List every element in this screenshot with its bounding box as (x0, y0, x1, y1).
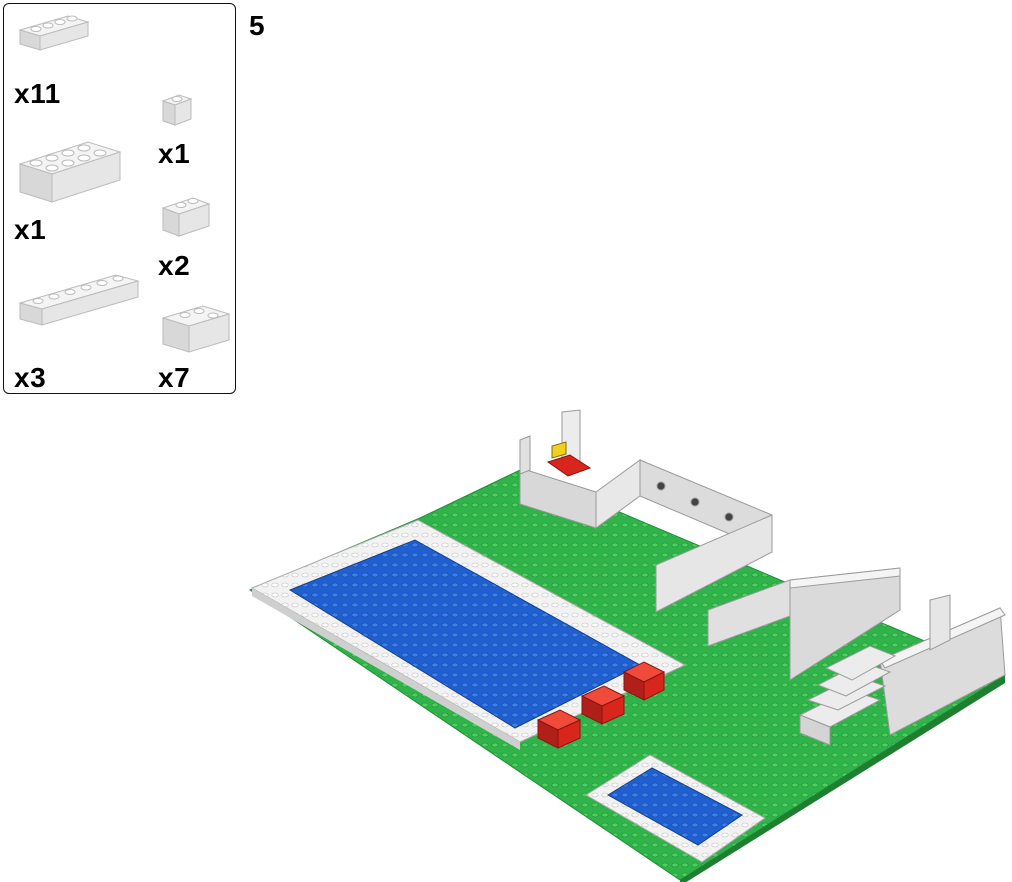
quantity-brick-2x4: x1 (14, 214, 47, 245)
parts-list-panel: x11 x1 x1 x2 (3, 3, 236, 394)
brick-1x4-icon (18, 15, 90, 51)
brick-1x2-b-icon (161, 305, 231, 353)
step-number: 5 (249, 10, 265, 41)
red-bricks (536, 661, 666, 749)
brick-1x6-icon (18, 274, 140, 326)
quantity-brick-1x2-a: x2 (158, 250, 191, 281)
quantity-brick-1x2-b: x7 (158, 362, 191, 393)
quantity-brick-1x6: x3 (14, 362, 47, 393)
quantity-brick-1x1: x1 (158, 138, 191, 169)
small-pool-water (607, 767, 743, 846)
brick-1x1-icon (161, 94, 193, 126)
middle-walls (655, 514, 901, 681)
right-building (798, 594, 1006, 746)
quantity-brick-1x4: x11 (14, 78, 61, 109)
brick-1x2-a-icon (161, 197, 211, 237)
brick-2x4-icon (18, 141, 122, 203)
